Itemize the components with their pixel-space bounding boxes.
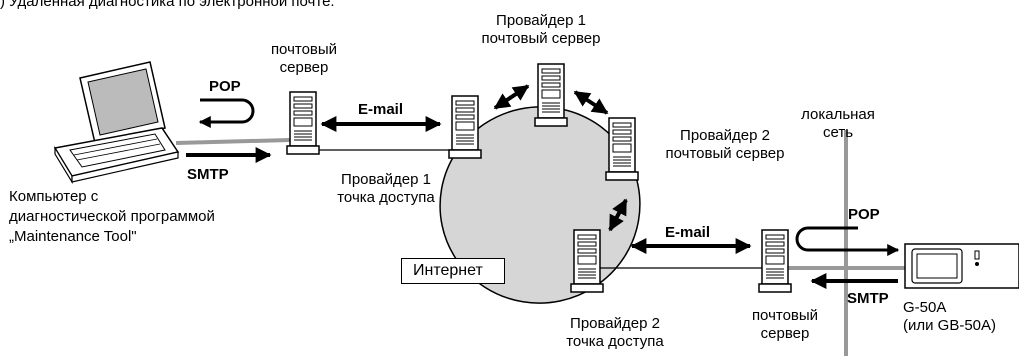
internet-label-box: Интернет — [401, 258, 505, 284]
laptop-icon — [53, 61, 180, 185]
g50a-device-icon — [904, 243, 1019, 289]
mail-server-right-label: почтовый сервер — [751, 307, 819, 342]
mail-server-left-icon — [286, 91, 320, 155]
pop-left-label: POP — [209, 78, 241, 95]
local-network-label: локальная сеть — [801, 106, 875, 141]
internet-label: Интернет — [413, 262, 483, 279]
arrow-p2ms-p2ap — [608, 198, 628, 232]
page-heading: ) Удаленная диагностика по электронной п… — [0, 0, 335, 10]
provider1-access-point-label: Провайдер 1 точка доступа — [337, 171, 435, 206]
arrow-p1ms-p2ms — [573, 90, 609, 115]
computer-link — [175, 138, 291, 145]
mail-server-left-label: почтовый сервер — [270, 41, 338, 76]
email-left-label: E-mail — [358, 101, 404, 118]
provider2-mail-server-label: Провайдер 2 почтовый сервер — [665, 127, 785, 162]
provider2-mail-server-icon — [605, 117, 639, 181]
provider1-mail-server-icon — [534, 63, 568, 127]
device-label: G-50A (или GB-50A) — [903, 299, 997, 334]
smtp-left-label: SMTP — [187, 166, 229, 183]
smtp-right-label: SMTP — [847, 290, 889, 307]
pop-right-arrow — [795, 226, 900, 256]
pop-right-label: POP — [848, 206, 880, 223]
pop-left-arrow — [198, 98, 255, 128]
email-right-label: E-mail — [665, 224, 711, 241]
provider1-mail-server-label: Провайдер 1 почтовый сервер — [481, 12, 601, 47]
arrow-p1ap-p1ms — [493, 84, 530, 110]
provider2-access-point-label: Провайдер 2 точка доступа — [566, 315, 664, 350]
provider2-access-point-icon — [570, 229, 604, 293]
computer-label: Компьютер с диагностической программой „… — [9, 188, 215, 245]
mail-server-right-icon — [758, 229, 792, 293]
provider1-access-point-icon — [448, 95, 482, 159]
